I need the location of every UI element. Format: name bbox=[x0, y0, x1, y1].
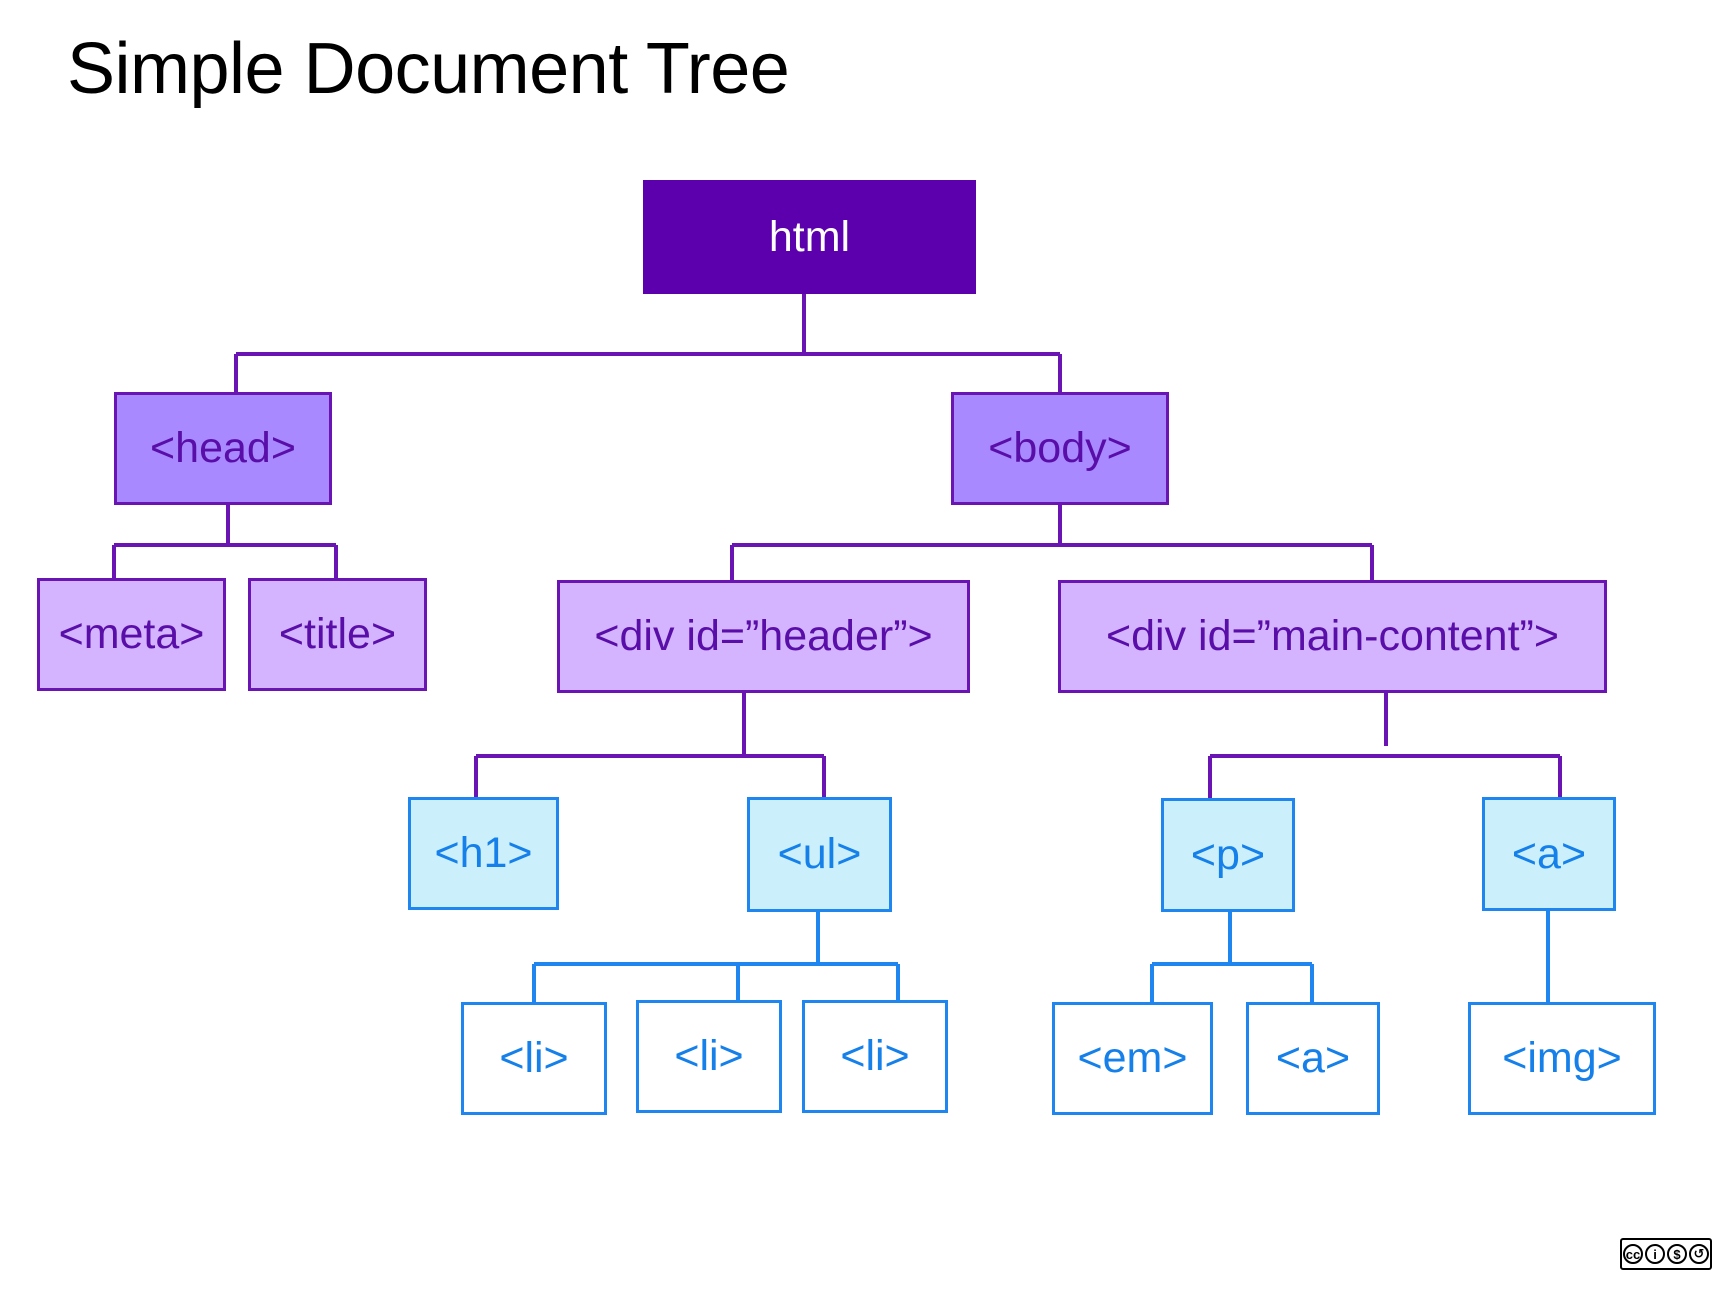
node-meta: <meta> bbox=[37, 578, 226, 691]
node-li-2: <li> bbox=[636, 1000, 782, 1113]
creative-commons-by-nc-sa-icon: cc i $ ↺ bbox=[1620, 1238, 1712, 1270]
node-a-inline: <a> bbox=[1246, 1002, 1380, 1115]
node-ul: <ul> bbox=[747, 797, 892, 912]
cc-icon: cc bbox=[1623, 1244, 1643, 1264]
node-p: <p> bbox=[1161, 798, 1295, 912]
sa-icon: ↺ bbox=[1689, 1244, 1709, 1264]
node-div-main-content: <div id=”main-content”> bbox=[1058, 580, 1607, 693]
node-html: html bbox=[643, 180, 976, 294]
connector-body-children bbox=[730, 502, 1374, 580]
node-head: <head> bbox=[114, 392, 332, 505]
connector-p-children bbox=[1150, 912, 1314, 1002]
diagram-title: Simple Document Tree bbox=[67, 29, 790, 109]
node-div-header: <div id=”header”> bbox=[557, 580, 970, 693]
node-title: <title> bbox=[248, 578, 427, 691]
connector-main-children bbox=[1208, 692, 1562, 798]
node-img: <img> bbox=[1468, 1002, 1656, 1115]
node-body: <body> bbox=[951, 392, 1169, 505]
connector-ul-children bbox=[532, 912, 900, 1002]
node-h1: <h1> bbox=[408, 797, 559, 910]
connector-header-children bbox=[474, 692, 826, 797]
node-li-3: <li> bbox=[802, 1000, 948, 1113]
node-a-link: <a> bbox=[1482, 797, 1616, 911]
node-li-1: <li> bbox=[461, 1002, 607, 1115]
connector-html-children bbox=[234, 294, 1062, 392]
nc-icon: $ bbox=[1667, 1244, 1687, 1264]
connector-head-children bbox=[112, 502, 338, 578]
node-em: <em> bbox=[1052, 1002, 1213, 1115]
by-icon: i bbox=[1645, 1244, 1665, 1264]
